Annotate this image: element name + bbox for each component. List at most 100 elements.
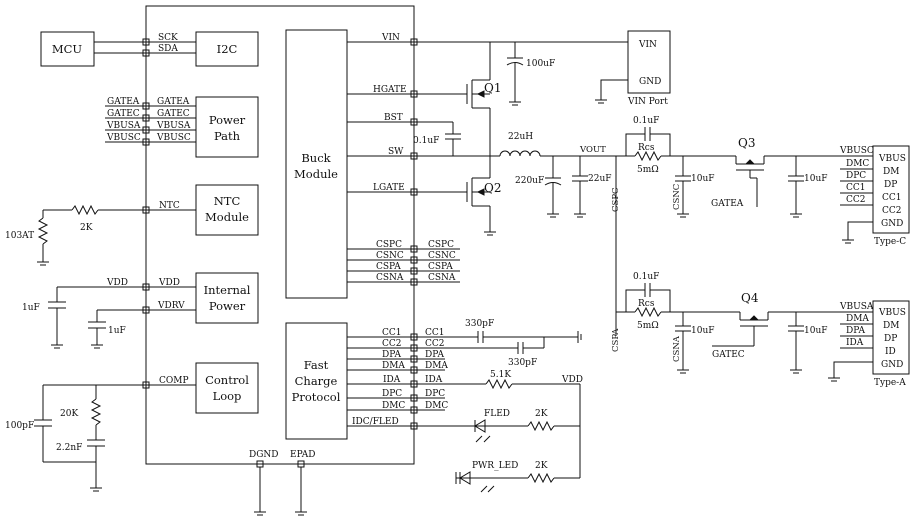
fast-charge-label-1: Fast bbox=[304, 358, 329, 372]
net-vbusc-left: VBUSC bbox=[106, 133, 141, 143]
net-csna-label: CSNA bbox=[672, 335, 682, 362]
pin-cspc: CSPC bbox=[376, 240, 402, 250]
c-csna-label: 10uF bbox=[691, 326, 715, 336]
pin-comp: COMP bbox=[159, 376, 189, 386]
pin-dpa: DPA bbox=[382, 350, 401, 360]
vin-port-block bbox=[627, 30, 671, 94]
control-loop-block bbox=[195, 362, 259, 414]
control-loop-label-1: Control bbox=[205, 373, 249, 387]
net-cc2-label: CC2 bbox=[846, 195, 866, 205]
net-dmc-label: DMC bbox=[846, 159, 869, 169]
pin-vin: VIN bbox=[381, 33, 400, 43]
buck-module-label-2: Module bbox=[294, 167, 338, 181]
typec-pin-vbus: VBUS bbox=[878, 154, 906, 164]
ntc-label: 103AT bbox=[5, 231, 34, 241]
c-bst-label: 0.1uF bbox=[413, 136, 439, 146]
pin-sw: SW bbox=[388, 147, 404, 157]
internal-power-block bbox=[195, 272, 259, 324]
net-cc1-right: CC1 bbox=[425, 328, 445, 338]
q1-label: Q1 bbox=[484, 81, 501, 95]
pin-dma: DMA bbox=[382, 361, 405, 371]
pin-ntc: NTC bbox=[159, 201, 180, 211]
net-dma-label: DMA bbox=[846, 314, 869, 324]
pin-dpc: DPC bbox=[382, 389, 402, 399]
net-vbusa-left: VBUSA bbox=[106, 121, 141, 131]
typec-pin-cc2: CC2 bbox=[882, 206, 902, 216]
pin-idc-fled: IDC/FLED bbox=[352, 417, 399, 427]
q4-label: Q4 bbox=[741, 291, 759, 305]
net-gatec-left: GATEC bbox=[107, 109, 140, 119]
net-cspa-label: CSPA bbox=[611, 328, 621, 352]
vin-port-vin: VIN bbox=[638, 40, 657, 50]
rcs-a-label: Rcs bbox=[638, 299, 655, 309]
pwr-led-label: PWR_LED bbox=[472, 461, 518, 471]
pin-cspa: CSPA bbox=[376, 262, 401, 272]
pin-vdrv: VDRV bbox=[157, 301, 185, 311]
r-ntc-label: 2K bbox=[80, 223, 93, 233]
right-pin-group: VIN HGATE BST SW LGATE 0.1uF Q1 bbox=[347, 30, 671, 352]
r-pwr-label: 2K bbox=[535, 461, 548, 471]
buck-module-label-1: Buck bbox=[301, 151, 331, 165]
net-vdd-left: VDD bbox=[106, 278, 128, 288]
q3-label: Q3 bbox=[738, 136, 755, 150]
rcs-c-label: Rcs bbox=[638, 143, 655, 153]
pin-gatec: GATEC bbox=[157, 109, 190, 119]
pin-ida: IDA bbox=[383, 375, 401, 385]
r-comp-label: 20K bbox=[60, 409, 78, 419]
c-vin-label: 100uF bbox=[526, 59, 555, 69]
power-path-block bbox=[195, 96, 259, 158]
c-port-path: 0.1uF Rcs 5mΩ 10uF CSNC Q3 GATEA 10uF VB… bbox=[616, 116, 910, 247]
ntc-module-label-1: NTC bbox=[214, 194, 241, 208]
net-ida-label: IDA bbox=[846, 338, 864, 348]
i2c-block bbox=[195, 31, 259, 67]
pin-vdd: VDD bbox=[158, 278, 180, 288]
pin-dgnd: DGND bbox=[249, 450, 279, 460]
rcs-a-cap-label: 0.1uF bbox=[633, 272, 659, 282]
buck-module-block bbox=[285, 29, 348, 299]
chip-outline bbox=[145, 5, 415, 465]
power-path-label-2: Path bbox=[214, 129, 241, 143]
vout-label: VOUT bbox=[579, 145, 606, 155]
rcs-a-val: 5mΩ bbox=[637, 321, 659, 331]
pin-dmc: DMC bbox=[382, 401, 405, 411]
pin-bst: BST bbox=[384, 113, 403, 123]
net-csnc-right: CSNC bbox=[428, 251, 456, 261]
c-vdd-label: 1uF bbox=[22, 303, 40, 313]
net-cc2-right: CC2 bbox=[425, 339, 445, 349]
vin-port-caption: VIN Port bbox=[627, 97, 668, 107]
net-cspc-right: CSPC bbox=[428, 240, 454, 250]
typea-pin-vbus: VBUS bbox=[878, 308, 906, 318]
c-cc2-label: 330pF bbox=[508, 358, 537, 368]
pin-hgate: HGATE bbox=[373, 85, 407, 95]
typea-caption: Type-A bbox=[874, 378, 906, 388]
pin-vbusa: VBUSA bbox=[156, 121, 191, 131]
mcu-block bbox=[40, 31, 95, 67]
c-out2-label: 22uF bbox=[588, 174, 612, 184]
fast-charge-label-2: Charge bbox=[295, 374, 338, 388]
fast-charge-label-3: Protocol bbox=[292, 390, 341, 404]
c-vbusa-label: 10uF bbox=[804, 326, 828, 336]
net-csna-right: CSNA bbox=[428, 273, 456, 283]
rcs-c-val: 5mΩ bbox=[637, 165, 659, 175]
typea-pin-id: ID bbox=[885, 347, 896, 357]
typea-block bbox=[872, 300, 910, 375]
typec-pin-dm: DM bbox=[883, 167, 899, 177]
typec-pin-cc1: CC1 bbox=[882, 193, 902, 203]
fast-charge-block bbox=[285, 322, 348, 440]
net-dpa-right: DPA bbox=[425, 350, 444, 360]
net-dpc-label: DPC bbox=[846, 171, 866, 181]
pin-lgate: LGATE bbox=[373, 183, 405, 193]
ntc-module-label-2: Module bbox=[205, 210, 249, 224]
net-vbusc-label: VBUSC bbox=[839, 146, 874, 156]
typea-pin-gnd: GND bbox=[881, 360, 903, 370]
i2c-label: I2C bbox=[217, 42, 238, 56]
protocol-pin-group: CSPC CSNC CSPA CSNA CSPC CSNC CSPA CSNA … bbox=[347, 240, 583, 493]
c-comp-label: 100pF bbox=[5, 421, 34, 431]
left-pin-group: SCK SDA GATEA GATEC VBUSA VBUSC GATEA GA… bbox=[5, 33, 196, 492]
c-vdrv-label: 1uF bbox=[108, 326, 126, 336]
inductor-label: 22uH bbox=[508, 132, 533, 142]
typea-pin-dp: DP bbox=[884, 334, 897, 344]
pin-cc1: CC1 bbox=[382, 328, 402, 338]
pin-cc2: CC2 bbox=[382, 339, 402, 349]
